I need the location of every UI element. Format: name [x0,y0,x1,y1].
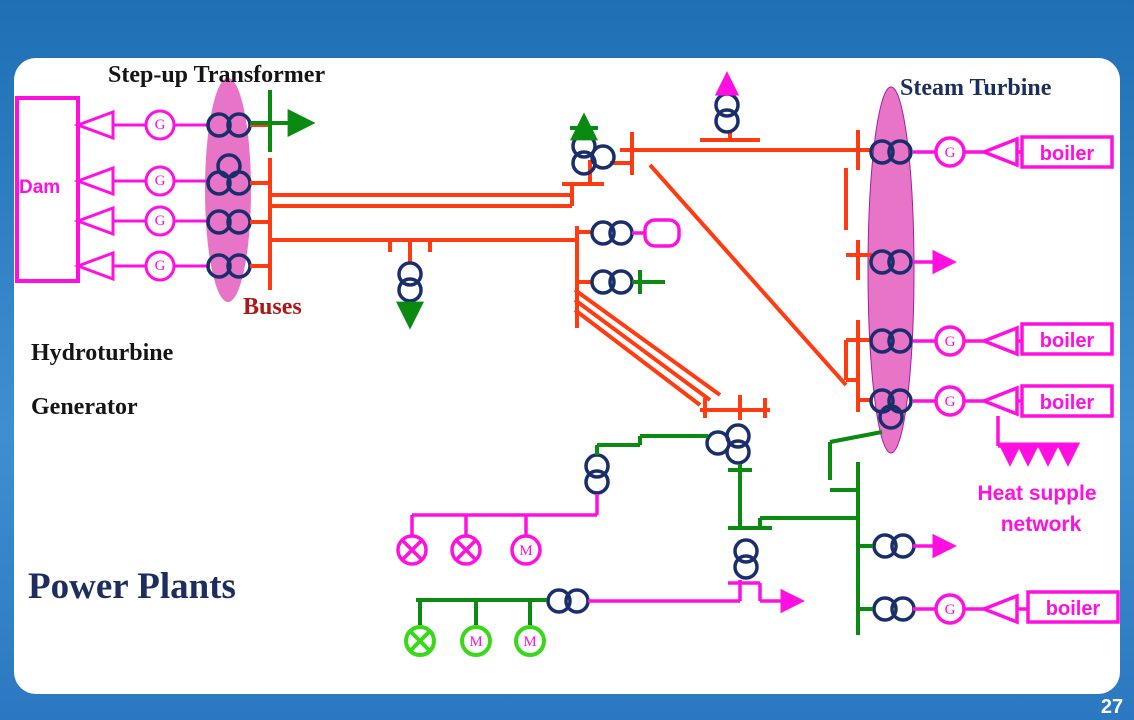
transformer-icon [872,596,898,622]
generator-icon [934,385,966,417]
load-box [643,218,681,248]
hydro-units [73,109,210,282]
turbine-icon [979,136,1019,168]
motor-symbol: M [519,543,532,559]
generator-symbol: G [155,173,166,189]
transformer-icon [869,328,895,354]
boiler-label: boiler [1040,392,1095,414]
step-up-transformer-label: Step-up Transformer [108,62,325,88]
generator-symbol: G [155,258,166,274]
generator-icon [934,593,966,625]
turbine-icon [979,385,1019,417]
boiler-label: boiler [1040,330,1095,352]
boiler-box [1020,135,1114,169]
transformer-icon [590,269,616,295]
content-panel [14,58,1120,694]
generator-icon [144,109,176,141]
generator-symbol: G [945,602,956,618]
generator-label: Generator [31,394,138,420]
transformer-icon [206,253,232,279]
transformer-icon [206,209,232,235]
transformer-icon [546,588,572,614]
transformer-icon [872,533,898,559]
green-top-link [250,90,316,152]
turbine-icon [979,325,1019,357]
dam-label: Dam [19,177,60,198]
generator-icon [934,136,966,168]
generator-icon [144,205,176,237]
buses-label: Buses [243,294,302,320]
magenta-network [396,71,1120,625]
motor-icon [514,625,546,657]
hydroturbine-label: Hydroturbine [31,340,174,366]
transformer-icon [206,112,232,138]
heat-supply-label-line1: Heat supple [977,482,1096,505]
generator-icon [934,325,966,357]
motor-icon [460,625,492,657]
boiler-label: boiler [1046,598,1101,620]
main-buses [270,130,872,420]
green-network [396,112,883,635]
turbine-icon [73,165,115,197]
slide-title: Power Plants [28,566,236,607]
boiler-box [1020,384,1114,418]
motor-icon [510,534,542,566]
generator-symbol: G [945,145,956,161]
turbine-icon [979,593,1019,625]
transformer-icon [397,261,423,287]
motor-symbol: M [523,634,536,650]
generator-symbol: G [945,334,956,350]
transformer-icon [590,220,616,246]
generator-symbol: G [155,213,166,229]
dam-box [15,96,80,283]
heat-supply-label-line2: network [1001,513,1082,536]
steam-turbine-label: Steam Turbine [900,75,1052,101]
turbine-icon [73,109,115,141]
hydro-bus-stubs [250,110,272,290]
generator-icon [144,165,176,197]
transformer-icon [733,538,759,564]
boiler-box [1026,590,1120,624]
lamp-load-icon [396,534,428,566]
lamp-load-icon [450,534,482,566]
bottom-green-loads [404,625,546,657]
generator-symbol: G [945,394,956,410]
transformer-icon [869,139,895,165]
boiler-box [1020,322,1114,356]
turbine-icon [73,205,115,237]
turbine-icon [73,250,115,282]
generator-icon [144,250,176,282]
boiler-label: boiler [1040,143,1095,165]
transformer-icon [869,249,895,275]
page-number: 27 [1101,696,1123,718]
generator-symbol: G [155,117,166,133]
motor-symbol: M [469,634,482,650]
lamp-load-icon [404,625,436,657]
